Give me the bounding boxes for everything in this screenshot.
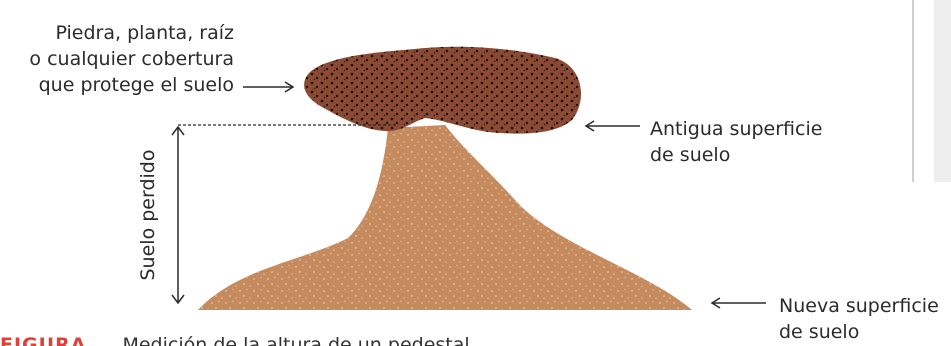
old-surface-label-line-2: de suelo xyxy=(650,142,822,168)
cover-label-line-2: o cualquier cobertura xyxy=(0,46,234,72)
cover-label-line-1: Piedra, planta, raíz xyxy=(0,20,234,46)
lost-soil-label: Suelo perdido xyxy=(137,150,159,281)
old-surface-label-line-1: Antigua superficie xyxy=(650,116,822,142)
cover-label-line-3: que protege el suelo xyxy=(0,72,234,98)
new-surface-label-line-1: Nueva superficie xyxy=(779,293,939,319)
right-panel xyxy=(934,0,951,182)
old-surface-label: Antigua superficie de suelo xyxy=(650,116,822,168)
figure-caption: FIGURA Medición de la altura de un pedes… xyxy=(0,334,700,346)
caption-text: Medición de la altura de un pedestal xyxy=(122,334,469,346)
lost-soil-measure-arrow xyxy=(172,127,184,303)
right-panel-border xyxy=(912,0,914,182)
new-surface-label: Nueva superficie de suelo xyxy=(779,293,939,345)
caption-tag: FIGURA xyxy=(0,334,86,346)
cover-label: Piedra, planta, raíz o cualquier cobertu… xyxy=(0,20,234,98)
soil-pedestal xyxy=(198,125,692,310)
old-surface-arrow xyxy=(586,121,640,131)
cover-stone xyxy=(304,47,581,134)
new-surface-arrow xyxy=(712,298,766,308)
cover-arrow xyxy=(243,82,293,92)
new-surface-label-line-2: de suelo xyxy=(779,319,939,345)
